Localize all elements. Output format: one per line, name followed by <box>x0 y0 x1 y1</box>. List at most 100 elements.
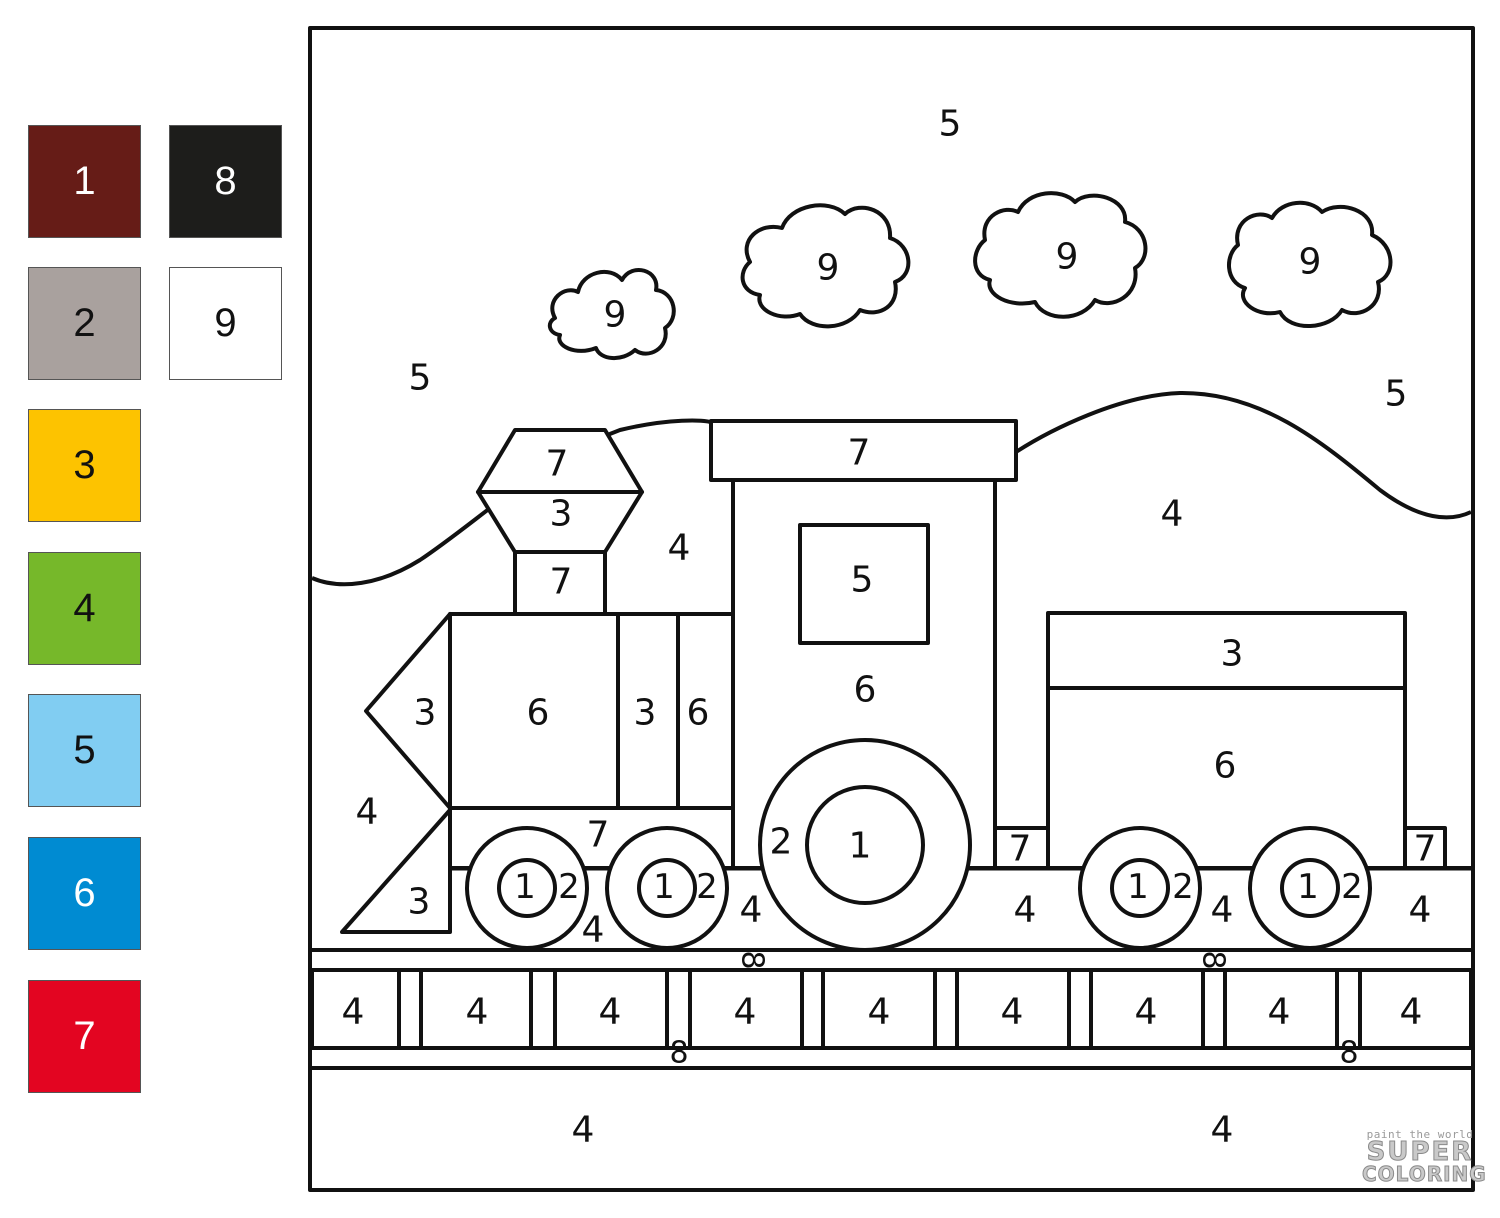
swatch-number: 5 <box>73 728 96 772</box>
wheel-4-hub[interactable] <box>1280 858 1340 918</box>
cloud-1[interactable] <box>547 268 676 360</box>
wheel-3-hub[interactable] <box>1110 858 1170 918</box>
ground-number: 4 <box>582 910 605 951</box>
hill-number: 4 <box>1161 494 1184 535</box>
ground-number: 4 <box>1211 1110 1234 1151</box>
cloud-2[interactable] <box>740 203 911 329</box>
smokestack-base-number: 7 <box>550 562 573 603</box>
swatch-number: 2 <box>73 301 96 345</box>
cloud-4[interactable] <box>1226 200 1393 328</box>
sleeper-7[interactable] <box>1089 968 1205 1050</box>
sleeper-number: 4 <box>734 992 757 1033</box>
smokestack-cap-number: 7 <box>546 444 569 485</box>
sleeper-6[interactable] <box>955 968 1071 1050</box>
cab-number: 6 <box>854 670 877 711</box>
boiler-band-number: 3 <box>634 693 657 734</box>
wheel-2-hub[interactable] <box>637 858 697 918</box>
cloud-number: 9 <box>604 295 627 336</box>
rail-number: 8 <box>1339 1036 1358 1071</box>
sleeper-2[interactable] <box>419 968 533 1050</box>
cloud-number: 9 <box>1299 242 1322 283</box>
big-wheel-hub-number: 1 <box>849 826 872 867</box>
tender-top-number: 3 <box>1221 634 1244 675</box>
boiler-rear-number: 6 <box>687 693 710 734</box>
color-palette: 1 8 2 9 3 4 5 6 7 <box>0 0 300 1218</box>
cab-window[interactable] <box>798 523 930 645</box>
swatch-number: 7 <box>73 1014 96 1058</box>
sleeper-4[interactable] <box>688 968 804 1050</box>
hill-right[interactable] <box>1014 390 1472 520</box>
ground-number: 4 <box>1409 890 1432 931</box>
swatch-number: 3 <box>73 443 96 487</box>
wheel-1-hub[interactable] <box>497 858 557 918</box>
sleeper-number: 4 <box>599 992 622 1033</box>
logo-word-super: SUPER <box>1366 1137 1474 1167</box>
wheel-hub-number: 1 <box>1297 867 1319 907</box>
coupler-rear[interactable] <box>1403 826 1447 870</box>
palette-swatch-6[interactable]: 6 <box>28 837 141 950</box>
cab-roof[interactable] <box>709 419 1018 482</box>
coupler-number: 7 <box>1009 829 1032 870</box>
smokestack-base[interactable] <box>513 550 607 616</box>
tender-top[interactable] <box>1046 611 1407 690</box>
palette-swatch-9[interactable]: 9 <box>169 267 282 380</box>
wheel-hub-number: 1 <box>1127 867 1149 907</box>
sleeper-9[interactable] <box>1358 968 1473 1050</box>
cowcatcher-number: 3 <box>408 882 431 923</box>
sleeper-number: 4 <box>1400 992 1423 1033</box>
cloud-number: 9 <box>817 248 840 289</box>
palette-swatch-7[interactable]: 7 <box>28 980 141 1093</box>
big-wheel-hub[interactable] <box>805 785 925 905</box>
wheel-rim-number: 2 <box>1172 867 1194 907</box>
logo-word-coloring: COLORING <box>1362 1162 1487 1186</box>
palette-swatch-1[interactable]: 1 <box>28 125 141 238</box>
swatch-number: 9 <box>214 301 237 345</box>
palette-swatch-8[interactable]: 8 <box>169 125 282 238</box>
sleeper-number: 4 <box>342 992 365 1033</box>
palette-swatch-4[interactable]: 4 <box>28 552 141 665</box>
palette-swatch-2[interactable]: 2 <box>28 267 141 380</box>
hill-number: 4 <box>356 792 379 833</box>
super-coloring-logo[interactable]: paint the world SUPER COLORING <box>1362 1128 1487 1186</box>
swatch-number: 8 <box>214 159 237 203</box>
palette-swatch-5[interactable]: 5 <box>28 694 141 807</box>
cab-roof-number: 7 <box>848 433 871 474</box>
sky-number: 5 <box>409 358 432 399</box>
coupler-front[interactable] <box>993 826 1050 870</box>
rail-number: 8 <box>1196 950 1231 969</box>
boiler-body[interactable] <box>448 612 620 810</box>
smokestack-middle-number: 3 <box>550 494 573 535</box>
sleeper-8[interactable] <box>1223 968 1339 1050</box>
sky-number: 5 <box>939 104 962 145</box>
hill-number: 4 <box>668 528 691 569</box>
cowcatcher[interactable] <box>340 808 452 934</box>
sky-number: 5 <box>1385 374 1408 415</box>
swatch-number: 6 <box>73 871 96 915</box>
tender-number: 6 <box>1214 746 1237 787</box>
cloud-3[interactable] <box>973 191 1148 319</box>
palette-swatch-3[interactable]: 3 <box>28 409 141 522</box>
wheel-rim-number: 2 <box>558 867 580 907</box>
sleeper-5[interactable] <box>821 968 937 1050</box>
boiler-number: 6 <box>527 693 550 734</box>
rail-number: 8 <box>669 1036 688 1071</box>
ground-number: 4 <box>740 890 763 931</box>
frame-number: 7 <box>587 815 610 856</box>
sleeper-number: 4 <box>466 992 489 1033</box>
ground-number: 4 <box>1014 890 1037 931</box>
cab-window-number: 5 <box>851 560 874 601</box>
wheel-hub-number: 1 <box>653 867 675 907</box>
sleeper-number: 4 <box>1268 992 1291 1033</box>
coupler-number: 7 <box>1414 829 1437 870</box>
rail-number: 8 <box>735 950 770 969</box>
cloud-number: 9 <box>1056 237 1079 278</box>
ground-number: 4 <box>572 1110 595 1151</box>
sleeper-number: 4 <box>868 992 891 1033</box>
wheel-hub-number: 1 <box>514 867 536 907</box>
sleeper-3[interactable] <box>553 968 669 1050</box>
big-wheel-rim-number: 2 <box>770 822 793 863</box>
swatch-number: 4 <box>73 586 96 630</box>
logo-tagline: paint the world <box>1366 1128 1474 1141</box>
sleeper-1[interactable] <box>310 968 401 1050</box>
